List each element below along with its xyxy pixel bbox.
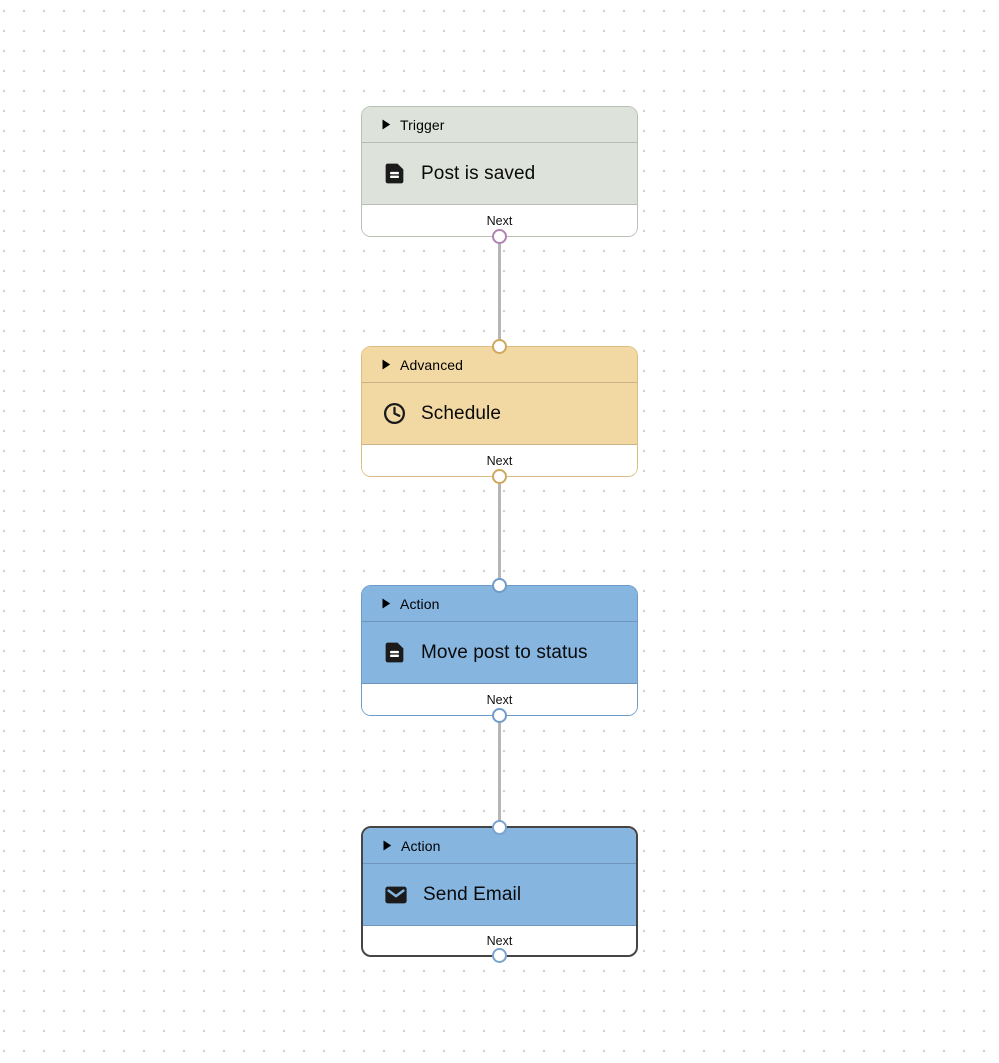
node-body: Move post to status <box>362 622 637 684</box>
output-port[interactable] <box>492 708 507 723</box>
collapse-triangle-icon[interactable] <box>381 119 391 130</box>
node-header[interactable]: Trigger <box>362 107 637 143</box>
file-text-icon <box>382 640 407 665</box>
node-category-label: Action <box>401 837 441 854</box>
node-title: Move post to status <box>421 641 588 663</box>
output-port[interactable] <box>492 948 507 963</box>
next-label: Next <box>486 933 513 948</box>
connection-line[interactable] <box>498 477 501 585</box>
input-port[interactable] <box>492 339 507 354</box>
node-body: Schedule <box>362 383 637 445</box>
workflow-node-trigger[interactable]: Trigger Post is saved Next <box>361 106 638 244</box>
output-port[interactable] <box>492 229 507 244</box>
node-title: Post is saved <box>421 162 536 184</box>
input-port[interactable] <box>492 820 507 835</box>
clock-icon <box>382 401 407 426</box>
node-body: Send Email <box>363 864 636 926</box>
connection-line[interactable] <box>498 237 501 346</box>
next-label: Next <box>486 213 513 228</box>
output-port[interactable] <box>492 469 507 484</box>
node-body: Post is saved <box>362 143 637 205</box>
node-category-label: Advanced <box>400 356 464 373</box>
node-title: Schedule <box>421 402 502 424</box>
next-label: Next <box>486 692 513 707</box>
next-label: Next <box>486 453 513 468</box>
connection-line[interactable] <box>498 716 501 826</box>
node-category-label: Trigger <box>400 116 445 133</box>
node-title: Send Email <box>423 883 522 905</box>
workflow-node-schedule[interactable]: Advanced Schedule Next <box>361 339 638 484</box>
workflow-node-send-email[interactable]: Action Send Email Next <box>361 820 638 963</box>
workflow-node-move-post[interactable]: Action Move post to status Next <box>361 578 638 723</box>
mail-icon <box>383 882 409 908</box>
collapse-triangle-icon[interactable] <box>381 359 391 370</box>
file-text-icon <box>382 161 407 186</box>
node-category-label: Action <box>400 595 440 612</box>
input-port[interactable] <box>492 578 507 593</box>
collapse-triangle-icon[interactable] <box>382 840 392 851</box>
collapse-triangle-icon[interactable] <box>381 598 391 609</box>
